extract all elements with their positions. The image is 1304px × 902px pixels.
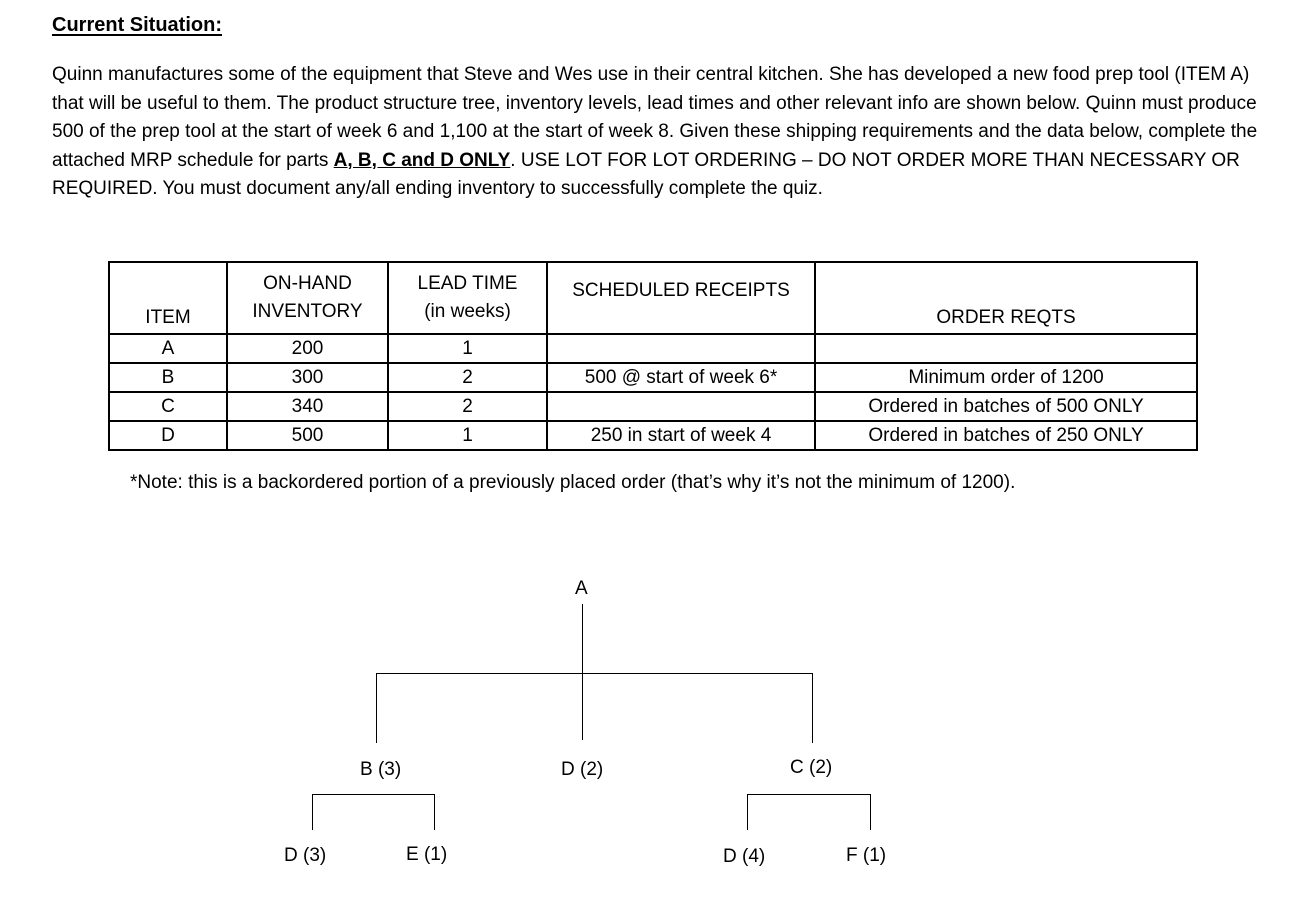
tree-connector (376, 673, 813, 674)
tree-node-e: E (1) (406, 844, 448, 865)
cell-onhand: 200 (226, 333, 389, 364)
tree-node-f: F (1) (846, 845, 887, 866)
tree-connector (812, 673, 813, 743)
tree-node-b: B (3) (360, 759, 402, 780)
paragraph-text-1: Quinn manufactures some of the equipment… (52, 64, 1258, 171)
cell-lead: 2 (387, 362, 548, 393)
backorder-note: *Note: this is a backordered portion of … (130, 472, 1016, 493)
cell-lead: 1 (387, 420, 548, 451)
cell-item: B (108, 362, 228, 393)
tree-node-c: C (2) (790, 757, 833, 778)
cell-onhand: 500 (226, 420, 389, 451)
header-item: ITEM (108, 261, 228, 335)
cell-item: D (108, 420, 228, 451)
cell-receipts (546, 333, 816, 364)
table-row: C 340 2 Ordered in batches of 500 ONLY (108, 391, 1198, 422)
situation-paragraph: Quinn manufactures some of the equipment… (52, 61, 1267, 204)
paragraph-text-2: . USE LOT FOR LOT ORDERING – DO NOT ORDE… (52, 149, 1240, 200)
cell-onhand: 300 (226, 362, 389, 393)
tree-connector (312, 794, 313, 830)
cell-receipts: 250 in start of week 4 (546, 420, 816, 451)
cell-onhand: 340 (226, 391, 389, 422)
cell-receipts: 500 @ start of week 6* (546, 362, 816, 393)
table-row: B 300 2 500 @ start of week 6* Minimum o… (108, 362, 1198, 393)
tree-connector (582, 604, 583, 740)
header-lead-time: LEAD TIME(in weeks) (387, 261, 548, 335)
tree-connector (376, 673, 377, 743)
cell-reqts: Ordered in batches of 250 ONLY (814, 420, 1198, 451)
cell-reqts (814, 333, 1198, 364)
tree-connector (747, 794, 871, 795)
cell-item: A (108, 333, 228, 364)
tree-connector (312, 794, 435, 795)
header-scheduled-receipts: SCHEDULED RECEIPTS (546, 261, 816, 335)
cell-reqts: Ordered in batches of 500 ONLY (814, 391, 1198, 422)
cell-receipts (546, 391, 816, 422)
cell-lead: 1 (387, 333, 548, 364)
table-row: D 500 1 250 in start of week 4 Ordered i… (108, 420, 1198, 451)
tree-connector (870, 794, 871, 830)
cell-item: C (108, 391, 228, 422)
page-heading: Current Situation: (52, 14, 222, 36)
table-row: A 200 1 (108, 333, 1198, 364)
header-order-reqts: ORDER REQTS (814, 261, 1198, 335)
tree-node-a: A (575, 578, 588, 599)
tree-node-d-mid: D (2) (561, 759, 604, 780)
tree-node-d-under-b: D (3) (284, 845, 327, 866)
tree-connector (434, 794, 435, 830)
paragraph-emphasis: A, B, C and D ONLY (333, 149, 511, 171)
tree-connector (747, 794, 748, 830)
cell-reqts: Minimum order of 1200 (814, 362, 1198, 393)
tree-node-d-under-c: D (4) (723, 846, 766, 867)
cell-lead: 2 (387, 391, 548, 422)
